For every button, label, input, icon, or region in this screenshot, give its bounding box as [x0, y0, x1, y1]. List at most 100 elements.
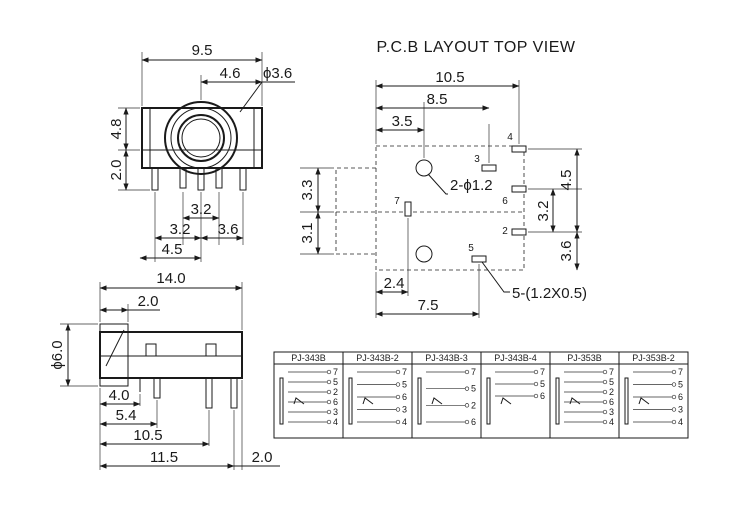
pcb-hole-top — [415, 159, 433, 177]
pcb-pin-6: 6 — [502, 196, 508, 207]
variant-pin-label: 7 — [540, 367, 545, 377]
pcb-slot-4 — [511, 145, 527, 153]
variant-switch — [362, 397, 374, 405]
pcb-dim-75: 7.5 — [418, 297, 439, 314]
pcb-dim-32: 3.2 — [535, 201, 552, 222]
variant-terminal — [395, 394, 401, 400]
pcb-pin-7: 7 — [394, 196, 400, 207]
side-pins — [139, 377, 238, 409]
pcb-hole-bottom — [415, 245, 433, 263]
variant-switch — [293, 397, 305, 405]
front-view: 9.5 4.6 ϕ3.6 4.8 2.0 3.2 3.2 3.6 4.5 — [108, 42, 295, 262]
variant-contact-bar — [279, 377, 284, 425]
variant-pin-label: 5 — [609, 377, 614, 387]
variant-pin-label: 3 — [678, 405, 683, 415]
variant-pin-label: 2 — [471, 400, 476, 410]
variant-terminal — [464, 369, 470, 375]
variant-terminal — [464, 419, 470, 425]
variant-terminal — [326, 399, 332, 405]
side-length-label: 14.0 — [156, 270, 185, 287]
variant-pin-label: 7 — [678, 367, 683, 377]
side-dim-105: 10.5 — [133, 427, 162, 444]
variant-contact-bar — [417, 377, 422, 425]
variant-pin-label: 2 — [333, 387, 338, 397]
pcb-slot-3 — [481, 164, 497, 172]
pcb-dim-total: 10.5 — [435, 69, 464, 86]
side-view: 14.0 2.0 ϕ6.0 4.0 5.4 10.5 11.5 2.0 — [49, 270, 280, 470]
pcb-slot-5 — [471, 255, 487, 263]
pcb-pin-4: 4 — [507, 132, 513, 143]
pcb-dim-85: 8.5 — [427, 91, 448, 108]
side-front-offset-label: 2.0 — [138, 293, 159, 310]
variant-pin-label: 3 — [609, 407, 614, 417]
pcb-title: P.C.B LAYOUT TOP VIEW — [376, 39, 575, 56]
variant-terminal — [671, 394, 677, 400]
variant-terminal — [326, 419, 332, 425]
variant-terminal — [602, 389, 608, 395]
variant-terminal — [464, 403, 470, 408]
front-upper-height-label: 4.8 — [108, 119, 125, 140]
variant-contact-bar — [486, 377, 491, 425]
front-hole — [177, 114, 225, 162]
pcb-outline — [375, 145, 525, 271]
variant-terminal — [395, 369, 401, 375]
variant-terminal — [326, 409, 332, 415]
variant-contact-bar — [348, 377, 353, 425]
variant-pin-label: 5 — [678, 380, 683, 390]
variant-pin-label: 3 — [402, 405, 407, 415]
side-dim-40: 4.0 — [109, 387, 130, 404]
variant-terminal — [602, 409, 608, 415]
variant-switch — [500, 397, 512, 405]
variant-terminal — [602, 419, 608, 425]
variant-terminal — [602, 369, 608, 375]
variant-pin-label: 4 — [333, 417, 338, 427]
variant-terminal — [326, 369, 332, 375]
pcb-dim-31: 3.1 — [299, 223, 316, 244]
variant-terminal — [602, 379, 608, 385]
variant-pin-label: 2 — [609, 387, 614, 397]
variant-pin-label: 7 — [471, 367, 476, 377]
variant-header: PJ-353B — [567, 353, 602, 363]
variant-terminal — [326, 389, 332, 395]
variant-terminal — [395, 419, 401, 425]
front-pin-left-label: 3.2 — [170, 221, 191, 238]
front-hole-dia-label: ϕ3.6 — [263, 65, 292, 82]
pcb-dim-35: 3.5 — [392, 113, 413, 130]
front-barrel — [164, 101, 238, 175]
variant-terminal — [533, 381, 539, 387]
pcb-pin-2: 2 — [502, 226, 508, 237]
variants-table: PJ-343B752634PJ-343B-275634PJ-343B-37526… — [273, 351, 689, 439]
variant-pin-label: 6 — [333, 397, 338, 407]
variant-terminal — [464, 386, 470, 391]
variant-pin-label: 4 — [678, 417, 683, 427]
variant-switch — [569, 397, 581, 405]
variant-pin-label: 5 — [333, 377, 338, 387]
variant-terminal — [533, 393, 539, 399]
variant-header: PJ-353B-2 — [632, 353, 675, 363]
variant-terminal — [671, 382, 677, 387]
variant-pin-label: 5 — [471, 384, 476, 394]
variant-header: PJ-343B-3 — [425, 353, 468, 363]
variant-terminal — [533, 369, 539, 375]
variant-switch — [638, 397, 650, 405]
pcb-slot-callout: 5-(1.2X0.5) — [512, 285, 587, 302]
side-dim-54: 5.4 — [116, 407, 137, 424]
variant-contact-bar — [555, 377, 560, 425]
variant-pin-label: 4 — [609, 417, 614, 427]
variant-terminal — [671, 407, 677, 412]
front-pin-offset-label: 4.5 — [162, 241, 183, 258]
variant-terminal — [671, 369, 677, 375]
variant-terminal — [395, 382, 401, 387]
pcb-dim-24: 2.4 — [384, 275, 405, 292]
pcb-slot-7 — [404, 201, 412, 217]
pcb-dim-45: 4.5 — [558, 170, 575, 191]
variant-pin-label: 6 — [540, 391, 545, 401]
pcb-hole-callout: 2-ϕ1.2 — [450, 177, 493, 194]
variant-contact-bar — [624, 377, 629, 425]
pcb-dim-33: 3.3 — [299, 180, 316, 201]
variant-pin-label: 7 — [609, 367, 614, 377]
variant-pin-label: 5 — [402, 380, 407, 390]
pcb-slot-2 — [511, 228, 527, 236]
pcb-layout: P.C.B LAYOUT TOP VIEW 4 3 6 7 2 5 — [299, 39, 587, 318]
